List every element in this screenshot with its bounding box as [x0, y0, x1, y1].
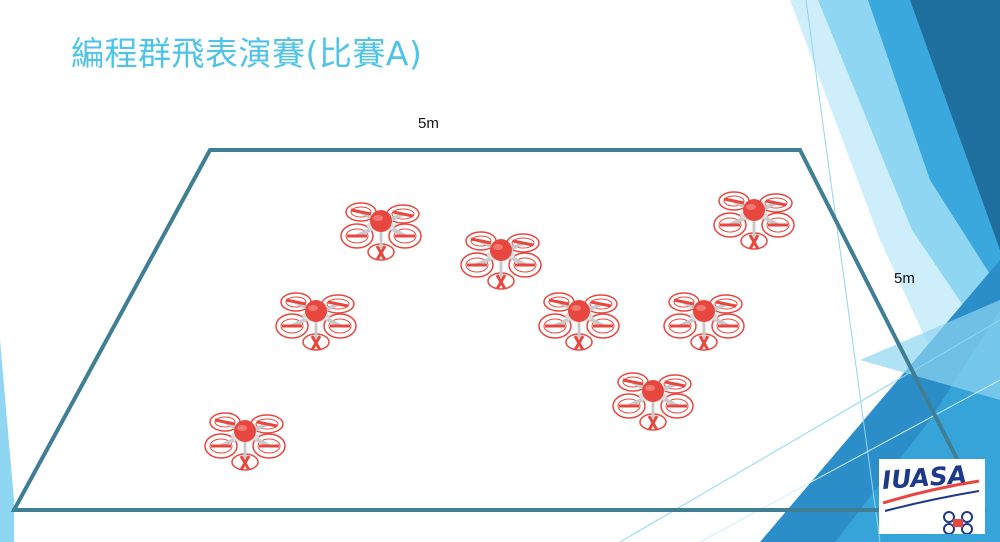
drone	[459, 230, 543, 291]
field-width-label: 5m	[418, 115, 439, 132]
iuasa-logo: IUASA	[879, 459, 985, 534]
drone	[203, 411, 287, 472]
drone	[611, 371, 695, 432]
drone	[712, 190, 796, 251]
logo-graphic	[882, 479, 980, 534]
facet-line	[699, 379, 1000, 542]
facet-line	[619, 319, 1000, 542]
field-depth-label: 5m	[894, 270, 915, 287]
facet-bottom-light	[860, 300, 1000, 400]
drone	[274, 291, 358, 352]
slide-title: 編程群飛表演賽(比賽A)	[71, 34, 423, 73]
facet-dark	[910, 0, 1000, 250]
facet-left	[0, 340, 14, 542]
drone	[662, 291, 746, 352]
drone	[537, 291, 621, 352]
drone	[339, 201, 423, 262]
